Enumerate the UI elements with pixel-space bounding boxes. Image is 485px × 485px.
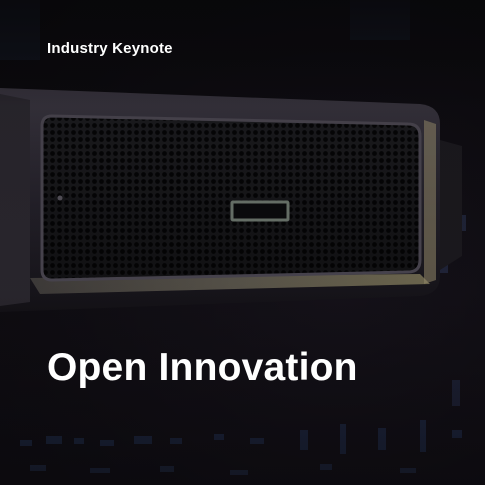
card-title: Open Innovation (47, 346, 358, 389)
eyebrow-label: Industry Keynote (47, 40, 173, 57)
